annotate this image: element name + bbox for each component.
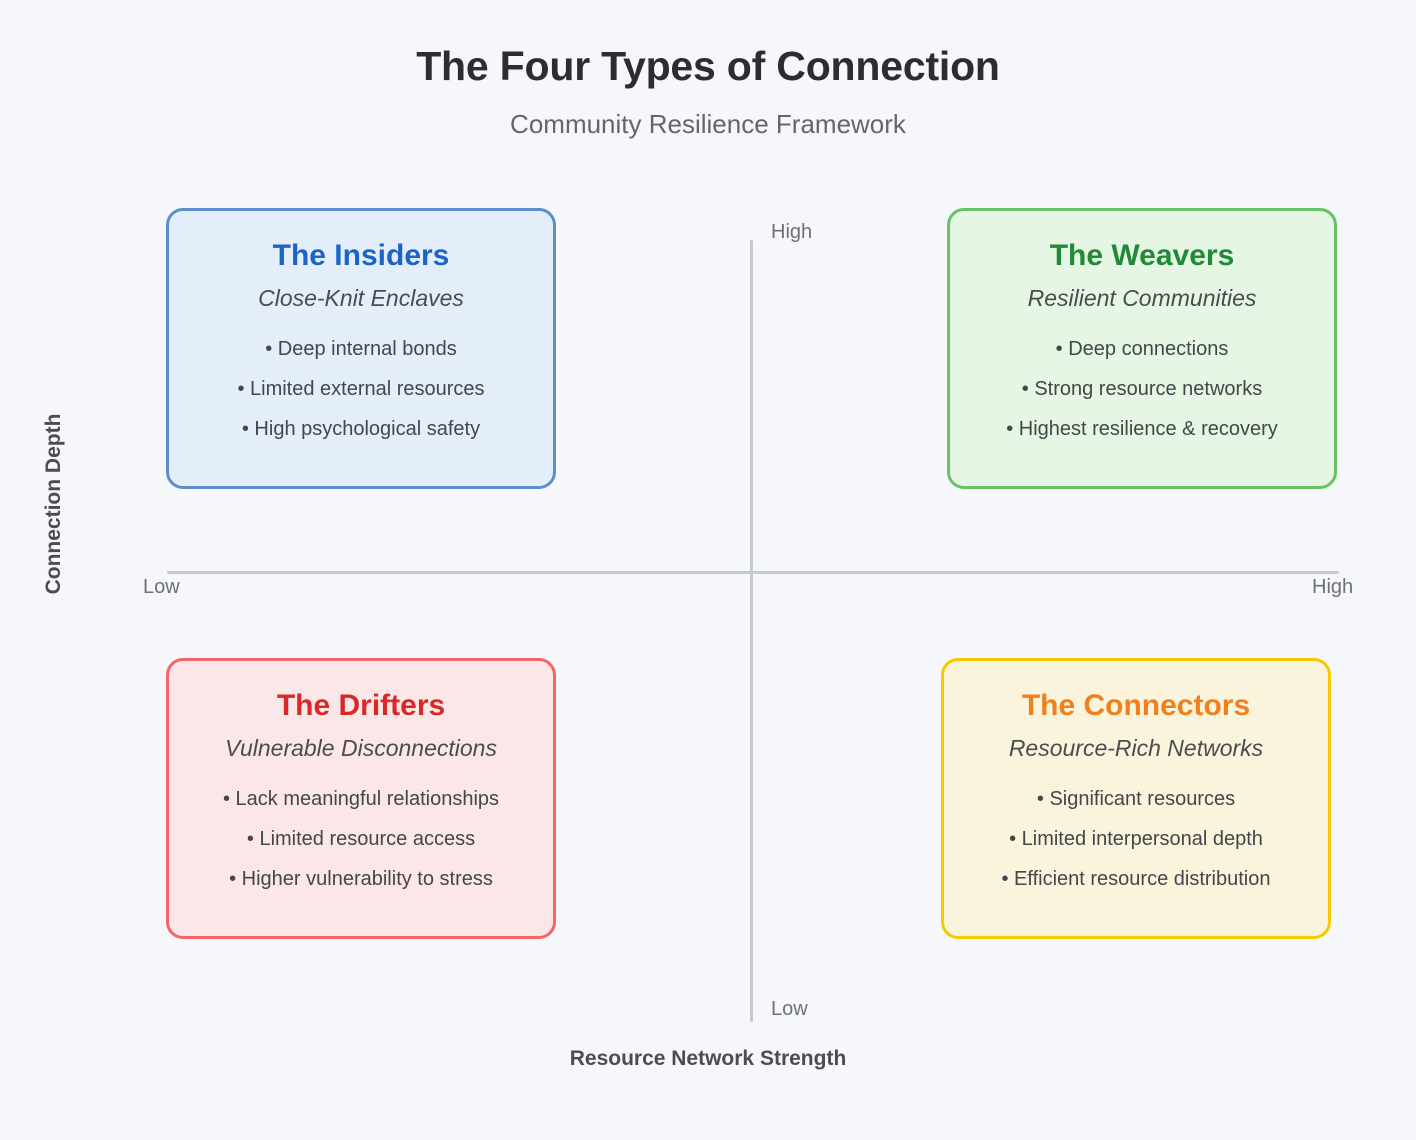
page-subtitle: Community Resilience Framework [510, 109, 906, 139]
quadrant-bullet-list-drifters: • Lack meaningful relationships • Limite… [169, 761, 553, 909]
quadrant-bullet-list-weavers: • Deep connections • Strong resource net… [950, 311, 1334, 459]
quadrant-title-drifters: The Drifters [276, 689, 446, 722]
quadrant-title-connectors: The Connectors [1021, 689, 1251, 722]
list-item: • Lack meaningful relationships [222, 787, 500, 810]
list-item: • Limited interpersonal depth [1009, 827, 1263, 850]
list-item: • Deep connections [1055, 337, 1229, 360]
list-item: • Strong resource networks [1021, 377, 1263, 400]
list-item: • Limited resource access [246, 827, 476, 850]
x-axis-high-tick: High [1312, 576, 1354, 598]
quadrant-card-drifters[interactable]: The Drifters Vulnerable Disconnections •… [166, 658, 556, 939]
x-axis-title: Resource Network Strength [569, 1047, 847, 1070]
quadrant-title-weavers: The Weavers [1049, 239, 1235, 272]
y-axis-low-tick: Low [771, 998, 808, 1020]
quadrant-subtitle-drifters: Vulnerable Disconnections [225, 734, 497, 761]
list-item: • Highest resilience & recovery [1006, 417, 1278, 440]
list-item: • High psychological safety [241, 417, 481, 440]
list-item: • Higher vulnerability to stress [229, 867, 493, 890]
list-item: • Limited external resources [237, 377, 485, 400]
quadrant-subtitle-insiders: Close-Knit Enclaves [258, 284, 464, 311]
header-block: The Four Types of Connection Community R… [0, 0, 1416, 140]
quadrant-subtitle-connectors: Resource-Rich Networks [1008, 734, 1264, 761]
quadrant-subtitle-weavers: Resilient Communities [1027, 284, 1257, 311]
quadrant-card-insiders[interactable]: The Insiders Close-Knit Enclaves • Deep … [166, 208, 556, 489]
y-axis-line [750, 240, 753, 1022]
list-item: • Deep internal bonds [265, 337, 457, 360]
quadrant-title-insiders: The Insiders [272, 239, 450, 272]
list-item: • Efficient resource distribution [1001, 867, 1271, 890]
quadrant-bullet-list-insiders: • Deep internal bonds • Limited external… [169, 311, 553, 459]
list-item: • Significant resources [1036, 787, 1236, 810]
quadrant-card-weavers[interactable]: The Weavers Resilient Communities • Deep… [947, 208, 1337, 489]
y-axis-high-tick: High [771, 221, 813, 243]
y-axis-title: Connection Depth [42, 413, 65, 595]
quadrant-card-connectors[interactable]: The Connectors Resource-Rich Networks • … [941, 658, 1331, 939]
x-axis-line [167, 571, 1339, 574]
x-axis-low-tick: Low [143, 576, 180, 598]
quadrant-bullet-list-connectors: • Significant resources • Limited interp… [944, 761, 1328, 909]
page-title: The Four Types of Connection [416, 43, 1000, 89]
